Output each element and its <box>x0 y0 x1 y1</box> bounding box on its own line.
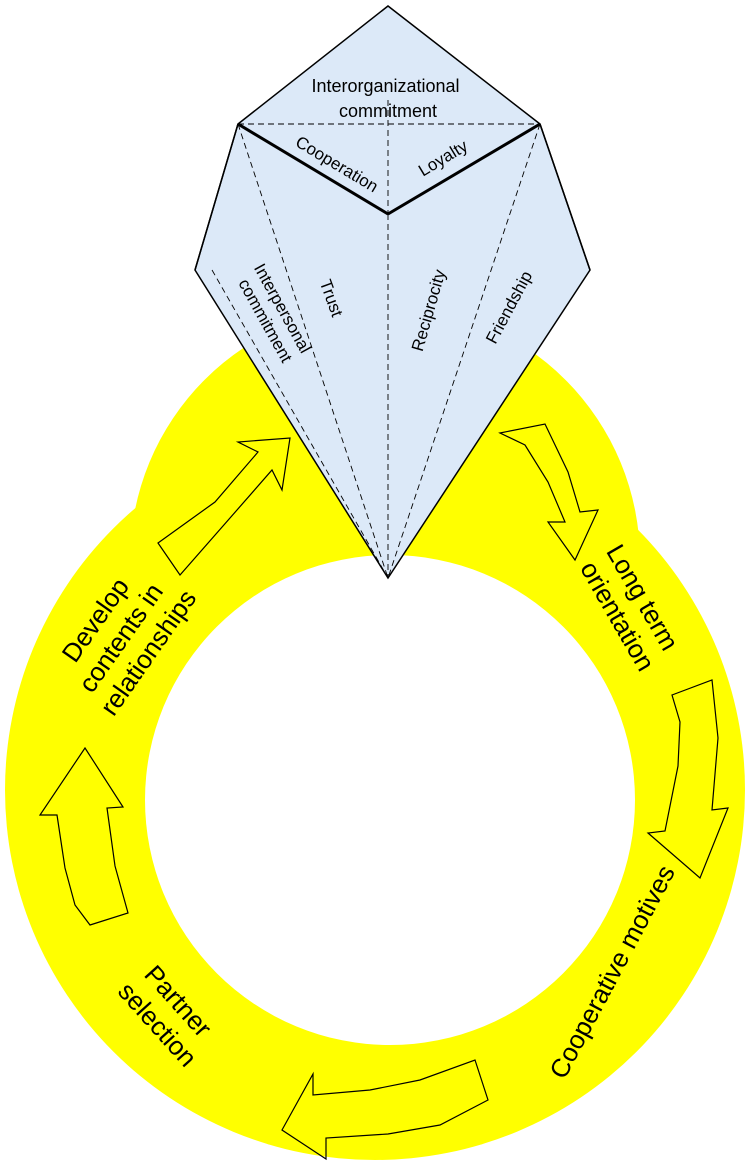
arrow-up-develop <box>38 746 129 926</box>
arrow-down-long-term <box>498 423 599 562</box>
gem-solid-edges <box>194 122 591 271</box>
develop-contents-label: Develop contents in relationships <box>43 549 202 721</box>
interorganizational-label: Interorganizational commitment <box>311 76 464 121</box>
arrow-down-cooperative <box>646 679 729 880</box>
ring-inner-hole <box>145 555 635 1045</box>
facet-line-left-outer <box>211 269 389 579</box>
edge-left-outer <box>194 123 239 271</box>
commitment-gem: Interorganizational commitment Cooperati… <box>194 5 591 580</box>
interorganizational-line-1: Interorganizational <box>311 76 459 96</box>
edge-left-upper <box>237 122 389 216</box>
cycle-arrows <box>38 423 729 1161</box>
arrow-left-partner <box>281 1059 489 1161</box>
yellow-ring <box>5 305 745 1160</box>
edge-right-upper <box>387 122 541 216</box>
arrow-develop-up <box>157 437 291 576</box>
edge-right-outer <box>539 123 591 271</box>
gem-facet-lines <box>211 100 541 579</box>
interorganizational-line-2: commitment <box>339 101 437 121</box>
